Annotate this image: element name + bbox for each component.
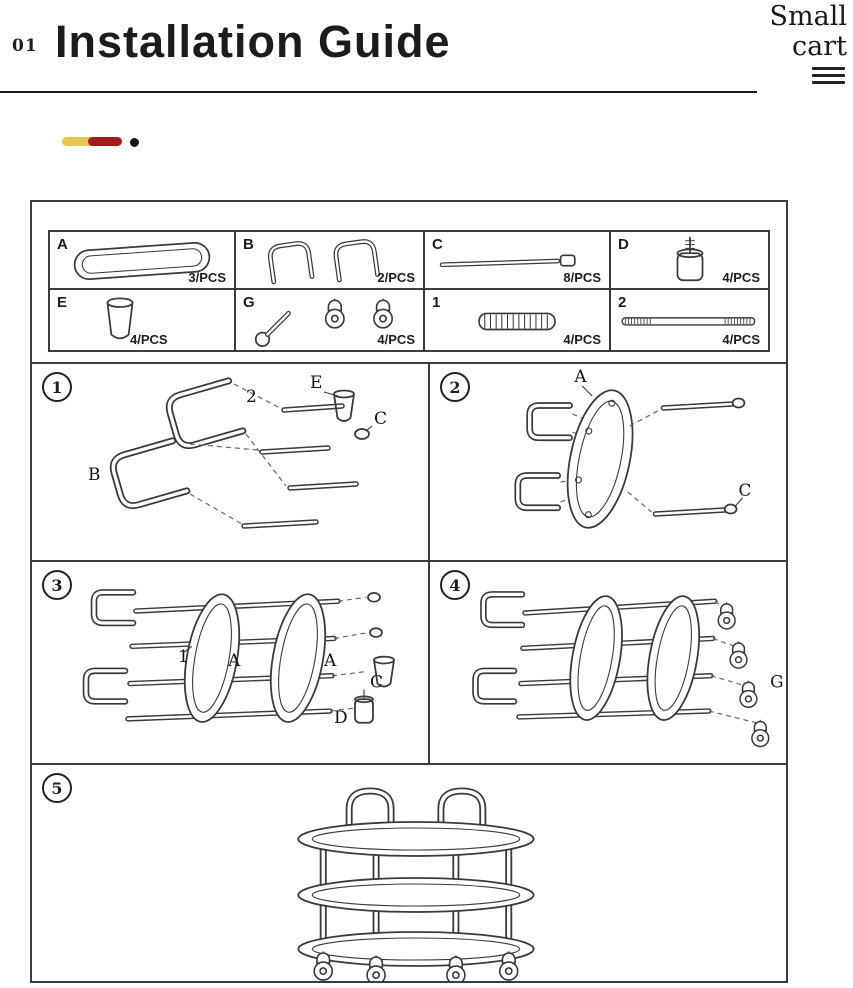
socket-d-drawing [354,689,374,724]
menu-bar [812,74,845,77]
step3-shelf-label-right: A [323,650,337,670]
part-cell-2: 2 4/PCS [611,290,768,350]
step-number-badge: 4 [440,570,470,600]
part-id: A [57,236,68,253]
step3-shelf-label-left: A [227,650,241,670]
step3-cap-label: C [370,672,383,692]
brand-text: Small cart [769,1,847,63]
step1-diagram: 2 E C B [88,373,387,529]
part-a-shelf-board-diagram [73,242,211,281]
shelf-a-drawing [269,593,327,723]
red-dash [88,137,122,146]
part-id: B [243,236,254,253]
step3-diagram: 1 A A C D [32,562,395,727]
step-1: 1 [32,364,428,562]
step-number-badge: 2 [440,372,470,402]
step1-cap-label: C [374,409,387,429]
part-qty: 4/PCS [722,270,760,285]
step2-diagram: A C [430,366,752,529]
step-2: 2 [428,364,786,562]
shelf-a-drawing [646,595,700,721]
part-id: D [618,236,629,253]
menu-bar [812,67,845,70]
handle-b-drawing [110,441,187,509]
handle-b-drawing [166,381,243,449]
shelf-a-drawing [183,593,241,723]
shelf-a-drawing [569,595,623,721]
part-c-tube-diagram [439,254,576,268]
yellow-dash [62,137,96,146]
part-id: G [243,294,255,311]
header-divider [0,91,757,93]
step1-handle-label: B [88,465,101,485]
part-cell-1: 1 4/PCS [425,290,611,350]
black-dot [130,138,139,147]
part-id: 1 [432,294,441,311]
step4-diagram: G [430,562,784,748]
step-3: 3 [32,562,428,765]
step4-caster-label: G [770,672,783,692]
part-qty: 3/PCS [188,270,226,285]
part-d-socket-diagram [676,237,703,282]
step-number-badge: 3 [42,570,72,600]
menu-bar [812,81,845,84]
decorative-dashes [62,137,152,149]
cap-drawing [354,428,370,440]
handle-b-drawing [483,594,522,625]
part-g-wrench-casters-diagram [254,297,393,348]
part-id: C [432,236,443,253]
part-2-threaded-rod-diagram [621,317,755,326]
part-qty: 4/PCS [130,332,168,347]
step3-socket-label: D [334,707,348,727]
step-number-badge: 5 [42,773,72,803]
step1-cone-label: E [310,373,322,393]
cart-shelves-drawing [297,821,535,967]
brand-line-bottom: cart [792,31,847,63]
caster-g-drawing [717,601,770,748]
part-e-cone-diagram [106,297,134,340]
page-title: Installation Guide [55,16,451,67]
part-id: 2 [618,294,627,311]
part-id: E [57,294,68,311]
part-qty: 4/PCS [722,332,760,347]
guide-number: 01 [12,36,38,56]
step2-rod-label: C [739,480,752,500]
handle-b-drawing [518,476,558,508]
handle-b-drawing [86,671,125,702]
step-number-badge: 1 [42,372,72,402]
step-4: 4 [428,562,786,765]
hamburger-menu-icon[interactable] [812,63,845,88]
brand-line-top: Small [769,1,847,32]
part-qty: 4/PCS [563,332,601,347]
part-qty: 4/PCS [377,332,415,347]
part-qty: 8/PCS [563,270,601,285]
part-cell-b: B 2/PCS [236,232,425,290]
handle-b-drawing [530,406,570,438]
cap-drawing [367,592,383,638]
part-cell-a: A 3/PCS [50,232,236,290]
step-5: 5 [32,765,786,981]
parts-table: A 3/PCS B 2/PCS C [48,230,770,352]
step3-rod-label: 1 [178,646,189,666]
tube-c-drawing [241,403,359,529]
part-qty: 2/PCS [377,270,415,285]
handle-b-drawing [475,671,514,702]
part-1-threaded-sleeve-diagram [478,312,556,331]
handle-b-drawing [94,592,133,623]
cart-handles-drawing [345,787,487,849]
part-cell-c: C 8/PCS [425,232,611,290]
step5-assembled-cart-diagram [297,787,535,981]
steps-grid: 1 [32,362,786,981]
part-cell-e: E 4/PCS [50,290,236,350]
main-box: A 3/PCS B 2/PCS C [30,200,788,983]
step2-shelf-label: A [573,366,587,386]
part-cell-g: G 4/PCS [236,290,425,350]
tube-c-drawing [652,397,746,517]
shelf-a-drawing [566,389,634,529]
part-cell-d: D 4/PCS [611,232,768,290]
step1-rod-label: 2 [246,387,257,407]
